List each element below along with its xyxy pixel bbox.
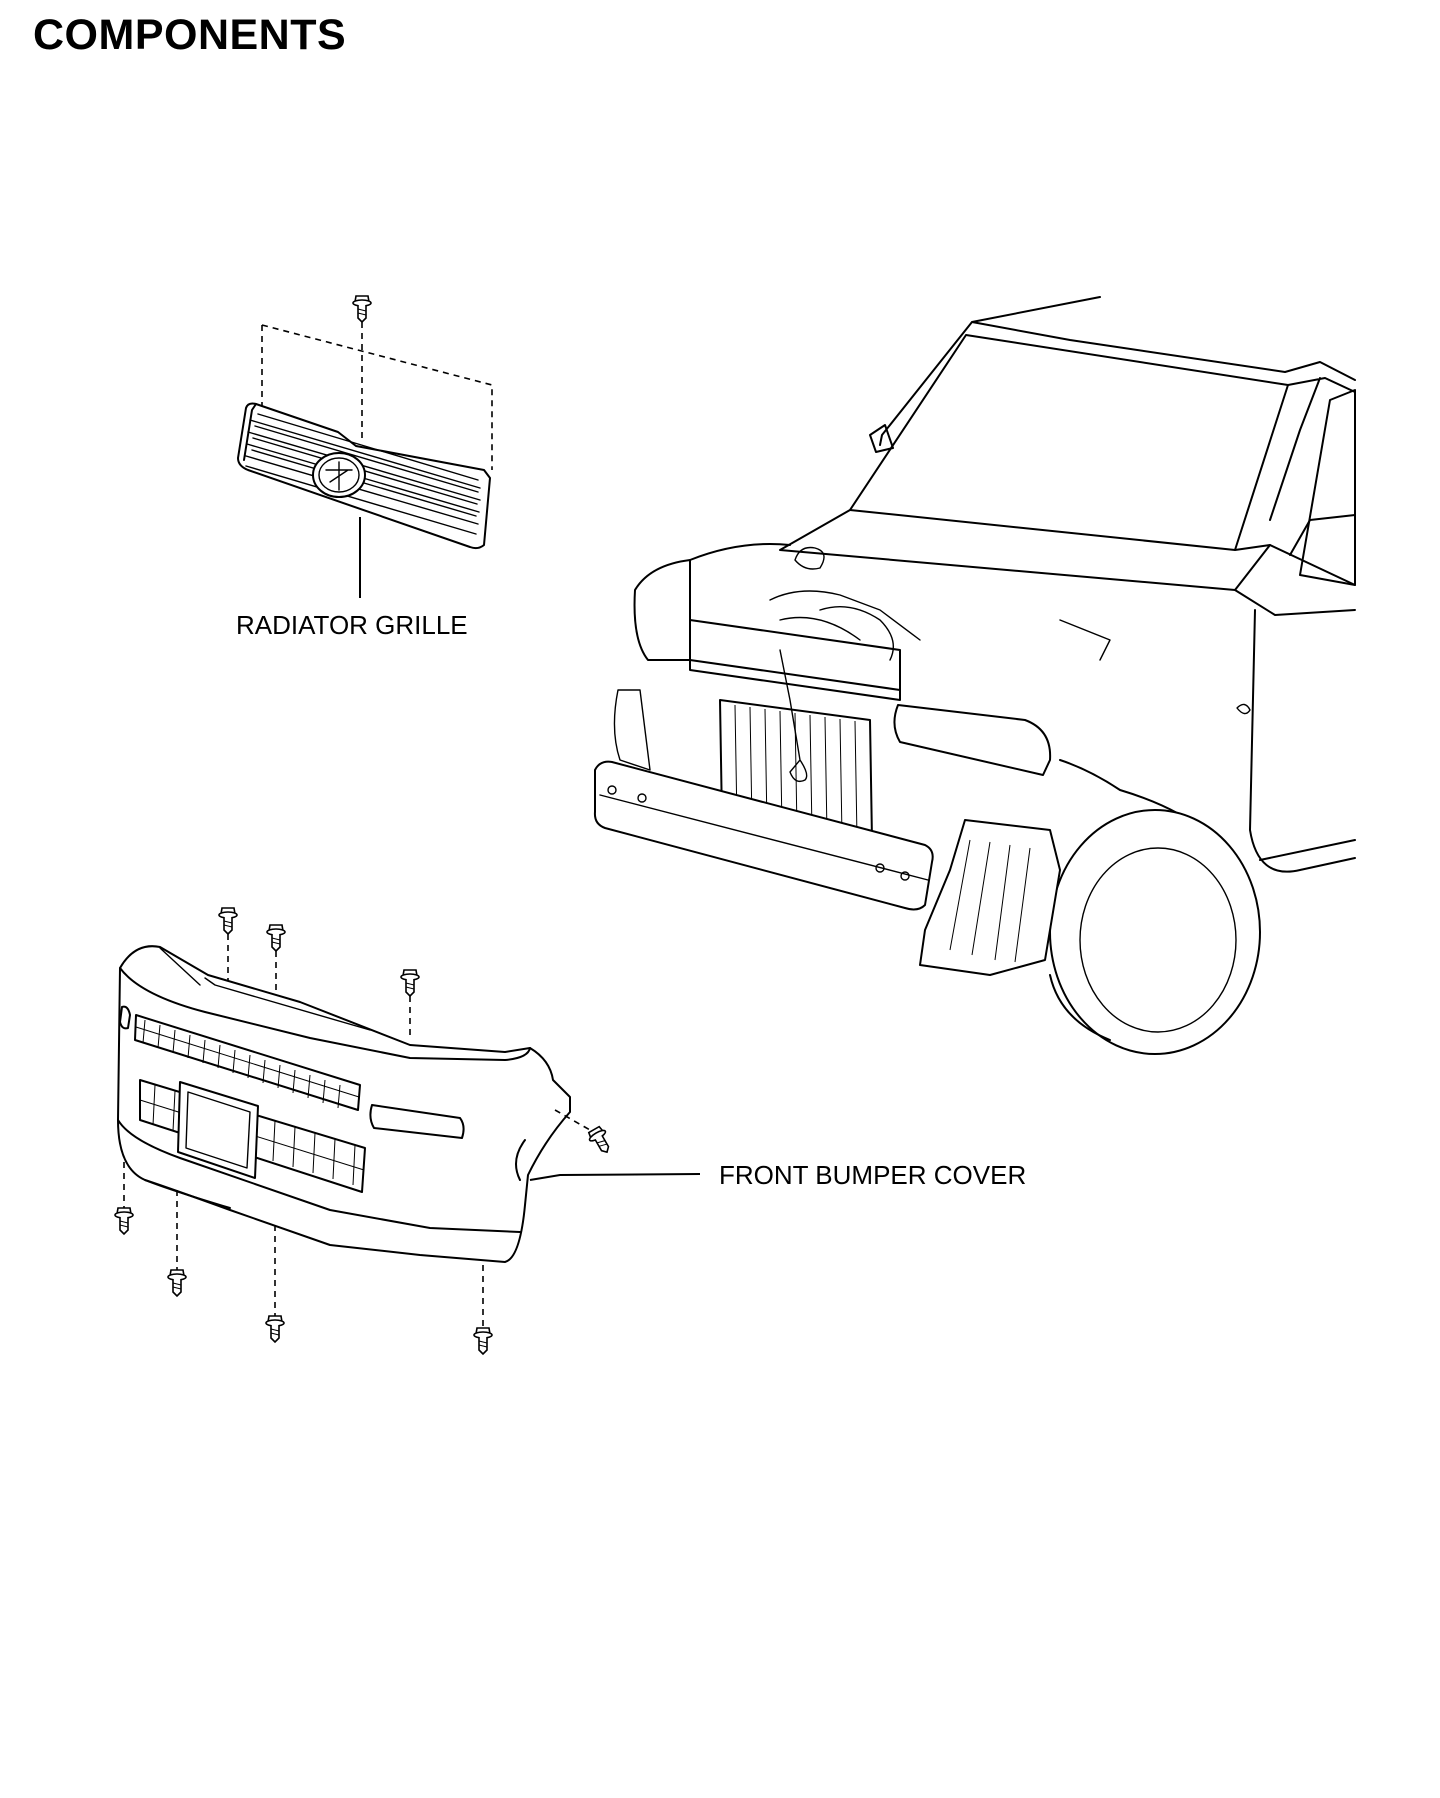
side-marker	[1236, 703, 1251, 715]
right-headlamp	[893, 704, 1052, 776]
side-mirror	[869, 424, 894, 453]
right-fog-opening	[369, 1104, 465, 1139]
bumper-bottom-bolt-2-icon	[167, 1269, 187, 1297]
radiator-support	[689, 619, 901, 701]
roof-outline	[879, 296, 1356, 446]
radiator-grille-label: RADIATOR GRILLE	[236, 610, 468, 640]
left-fog-opening	[119, 1005, 131, 1030]
page-title: COMPONENTS	[33, 11, 347, 59]
body-side	[1249, 609, 1356, 873]
left-headlamp	[633, 559, 691, 661]
bumper-side-bolt-icon	[585, 1124, 616, 1158]
bumper-bottom-bolt-3-icon	[265, 1315, 285, 1343]
bumper-reinforcement	[593, 760, 934, 911]
fender-liner	[919, 819, 1061, 976]
bumper-top-bolt-3-icon	[400, 969, 420, 997]
vehicle-front-view	[593, 296, 1356, 1055]
bumper-top-bolt-1-icon	[218, 907, 238, 935]
license-plate-mount	[177, 1081, 259, 1179]
radiator-grille: RADIATOR GRILLE	[236, 295, 493, 640]
bumper-bottom-bolt-1-icon	[114, 1207, 134, 1235]
windshield	[849, 334, 1289, 551]
bumper-top-bolt-2-icon	[266, 924, 286, 952]
bumper-leader-line	[529, 1173, 701, 1181]
side-window	[1299, 389, 1356, 586]
front-wheel	[1049, 809, 1261, 1055]
grille-bolt-icon	[352, 295, 372, 323]
front-bumper-cover: FRONT BUMPER COVER	[114, 907, 1026, 1355]
engine-components	[769, 546, 921, 641]
bumper-bottom-bolt-4-icon	[473, 1327, 493, 1355]
hood-edge	[779, 509, 1271, 591]
front-bumper-cover-label: FRONT BUMPER COVER	[719, 1160, 1026, 1190]
